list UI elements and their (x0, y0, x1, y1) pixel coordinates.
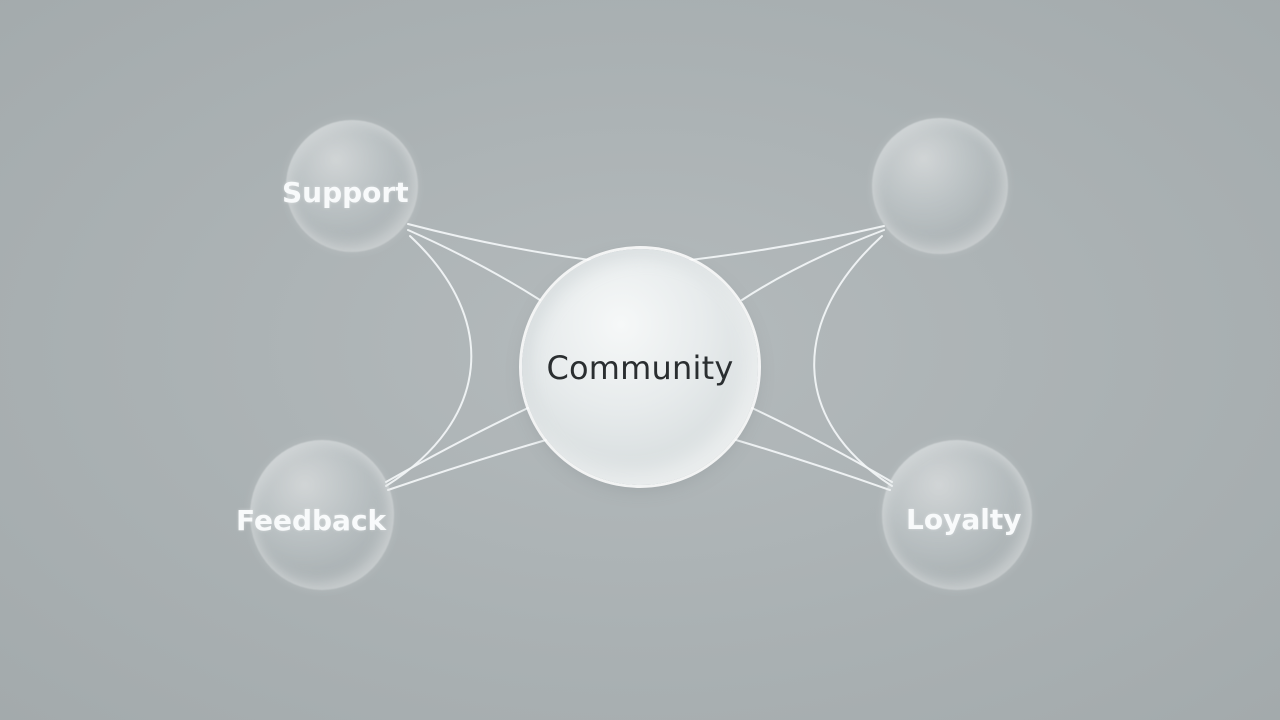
node-feedback-label: Feedback (236, 504, 387, 537)
connector-support-top (407, 223, 591, 261)
node-support-label: Support (282, 176, 409, 209)
connector-topright-top (689, 225, 885, 261)
connector-loyalty-mid (751, 407, 893, 483)
node-topright-bubble (872, 118, 1008, 254)
connector-topright-down (813, 235, 893, 487)
connector-loyalty-low (735, 439, 891, 491)
node-support-bubble (286, 120, 418, 252)
node-loyalty-bubble (882, 440, 1032, 590)
connector-support-down (385, 235, 473, 487)
node-feedback-bubble (250, 440, 394, 590)
connector-feedback-mid (385, 407, 529, 483)
center-node-bubble (522, 249, 758, 485)
center-node-label: Community (546, 349, 734, 387)
node-loyalty-label: Loyalty (906, 503, 1022, 536)
connector-support-mid (407, 229, 541, 301)
connector-topright-mid (741, 229, 885, 301)
connector-feedback-low (387, 439, 547, 491)
